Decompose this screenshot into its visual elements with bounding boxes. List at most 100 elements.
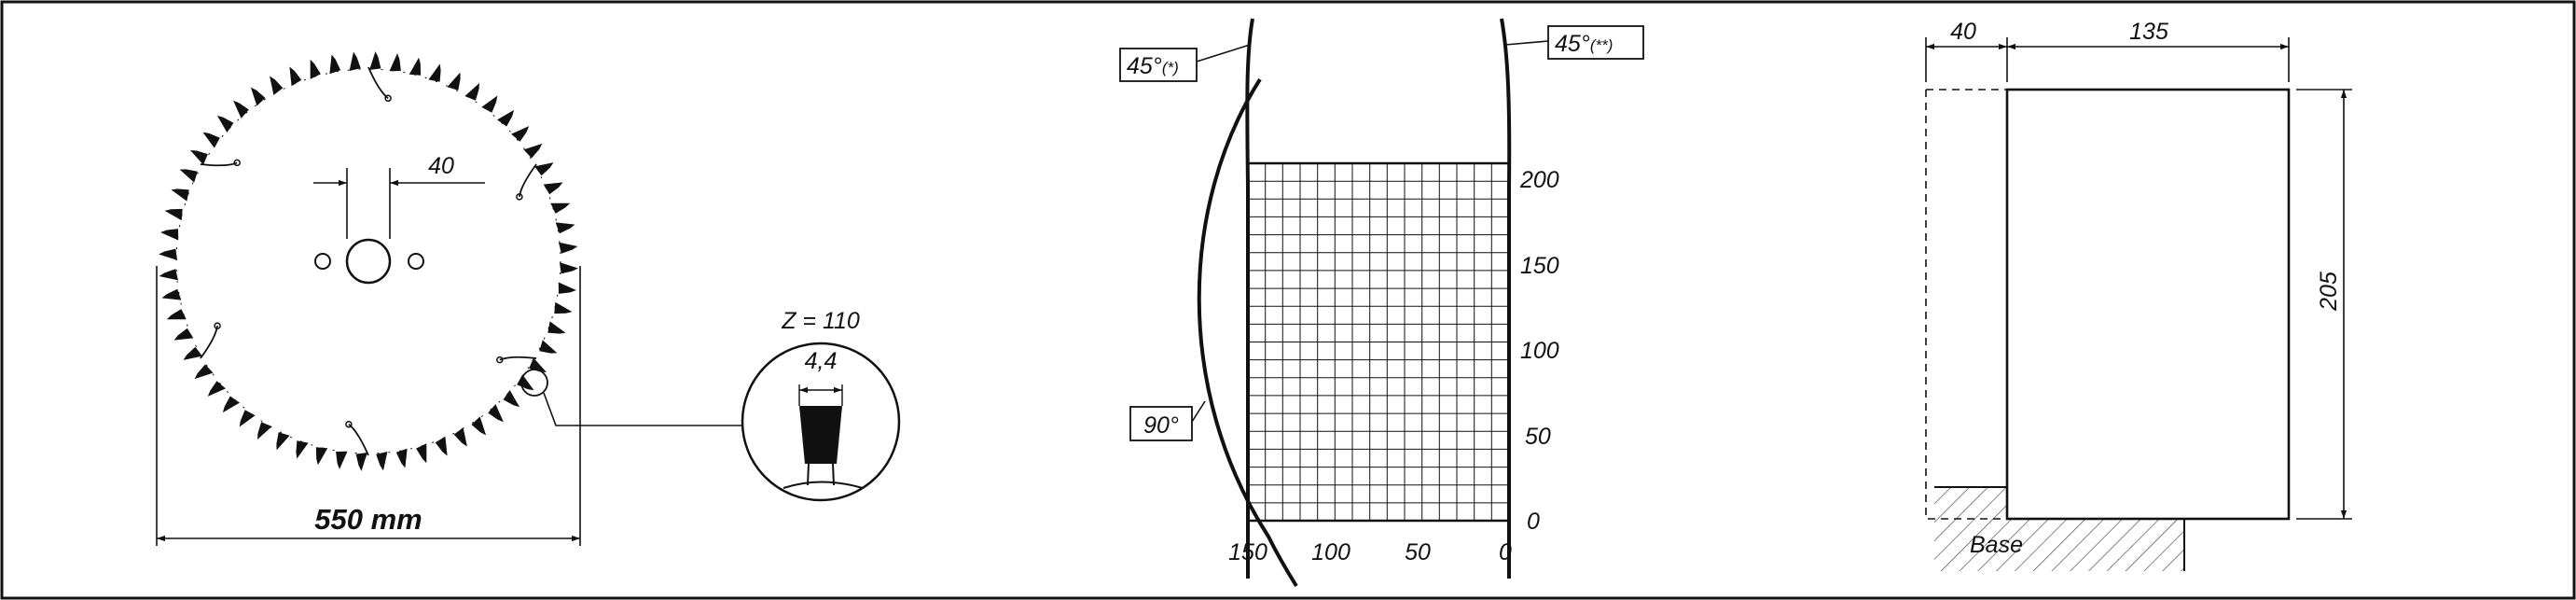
x-tick-label: 50 [1405, 539, 1431, 565]
slot-end-hole [496, 356, 504, 364]
base-hatch [1934, 487, 2184, 571]
bore-hole [345, 238, 392, 285]
pin-hole-left [314, 253, 331, 270]
slot-end-hole [233, 159, 241, 167]
blade-tooth [503, 390, 520, 408]
blade-tooth [329, 54, 341, 75]
bore-dimension [313, 168, 485, 239]
tooth-tip-icon [799, 406, 842, 464]
angle-45-right-leader [1504, 40, 1549, 46]
blade-tooth [471, 416, 487, 436]
height-dimension [2296, 89, 2352, 520]
x-axis-ticks: 150 100 50 0 [1228, 539, 1512, 565]
blade-tooth [369, 51, 381, 70]
blade-tooth [336, 451, 348, 469]
capacity-grid [1246, 161, 1511, 523]
slot-end-hole [214, 322, 221, 329]
top-dimensions [1925, 37, 2290, 82]
blade-tooth [355, 453, 367, 471]
pin-hole-right [408, 253, 424, 270]
blade-tooth [276, 432, 290, 451]
blade-tooth [270, 76, 284, 95]
blade-tooth [171, 188, 189, 202]
blade-tooth [554, 301, 573, 314]
blade-tooth [497, 109, 515, 127]
expansion-slot [519, 163, 537, 198]
angle-90-curve [1197, 77, 1298, 588]
height-dimension-label: 205 [2316, 272, 2342, 312]
angle-90-leader [1191, 400, 1206, 423]
y-tick-label: 50 [1525, 424, 1551, 450]
angle-45-right-label: 45°(**) [1555, 31, 1613, 57]
blade-tooth [428, 63, 441, 82]
blade-tooth [207, 381, 226, 397]
saw-blade-panel: 40 550 mm Z = 110 4,4 [156, 51, 901, 546]
angle-45-left-label: 45°(*) [1127, 53, 1179, 79]
blade-tooth [511, 126, 530, 142]
blade-body-outline [175, 68, 561, 454]
blade-tooth [543, 182, 563, 195]
blade-tooth [539, 340, 558, 354]
blade-tooth [164, 208, 183, 221]
blade-tooth [173, 328, 194, 341]
offset-dashed-outline [1925, 90, 2007, 520]
blade-tooth [389, 53, 401, 72]
expansion-slot [348, 423, 369, 456]
detail-marker-circle [520, 369, 548, 397]
blade-tooth [555, 222, 575, 234]
teeth-count-label: Z = 110 [781, 308, 860, 334]
blade-tooth [159, 248, 177, 260]
blade-tooth [447, 72, 461, 91]
kerf-width-label: 4,4 [805, 348, 838, 374]
expansion-slot [200, 325, 218, 359]
blade-tooth [159, 269, 178, 281]
blade-tooth [222, 396, 240, 413]
blade-tooth [349, 51, 361, 71]
bore-diameter-label: 40 [428, 153, 454, 179]
blade-tooth [517, 374, 534, 391]
left-blade-profile [1245, 18, 1254, 579]
angle-90-box [1129, 406, 1193, 441]
blade-tooth [296, 440, 309, 459]
x-tick-label: 150 [1228, 539, 1267, 565]
blade-tooth [194, 364, 214, 380]
cross-section-panel: Base 40 135 205 [1925, 19, 2352, 571]
angle-45-right-box [1547, 25, 1644, 60]
blade-tooth [179, 169, 198, 183]
y-axis-ticks: 200 150 100 50 0 [1519, 167, 1559, 535]
blade-tooth [550, 202, 571, 214]
angle-45-left-leader [1196, 44, 1251, 63]
blade-teeth [159, 51, 578, 471]
blade-tooth [560, 262, 578, 274]
expansion-slot [200, 161, 238, 167]
detail-leader-line [543, 392, 742, 426]
x-tick-label: 0 [1499, 539, 1512, 565]
blade-tooth [547, 321, 566, 334]
blade-tooth [315, 447, 328, 466]
blade-tooth [250, 87, 266, 106]
blade-tooth [558, 282, 576, 294]
blade-tooth [409, 57, 422, 76]
blade-tooth [310, 59, 321, 79]
blade-tooth [233, 100, 249, 119]
blade-tooth [481, 95, 498, 113]
blade-tooth [435, 436, 448, 456]
blade-tooth [166, 309, 187, 320]
blade-tooth [464, 83, 479, 101]
blade-tooth [160, 229, 179, 241]
blade-tooth [529, 357, 547, 372]
expansion-slot [499, 356, 537, 361]
blade-tooth [202, 132, 220, 148]
cutting-capacity-panel: 45°(*) 45°(**) 90° 200 150 100 50 0 150 … [1119, 18, 1644, 588]
blade-tooth [183, 346, 202, 360]
blade-tooth [257, 422, 272, 440]
tooth-detail [782, 384, 864, 489]
base-label: Base [1970, 532, 2023, 558]
slot-end-hole [384, 94, 392, 103]
x-tick-label: 100 [1311, 539, 1350, 565]
blade-diameter-label: 550 mm [314, 503, 422, 536]
blade-tooth [190, 150, 208, 165]
